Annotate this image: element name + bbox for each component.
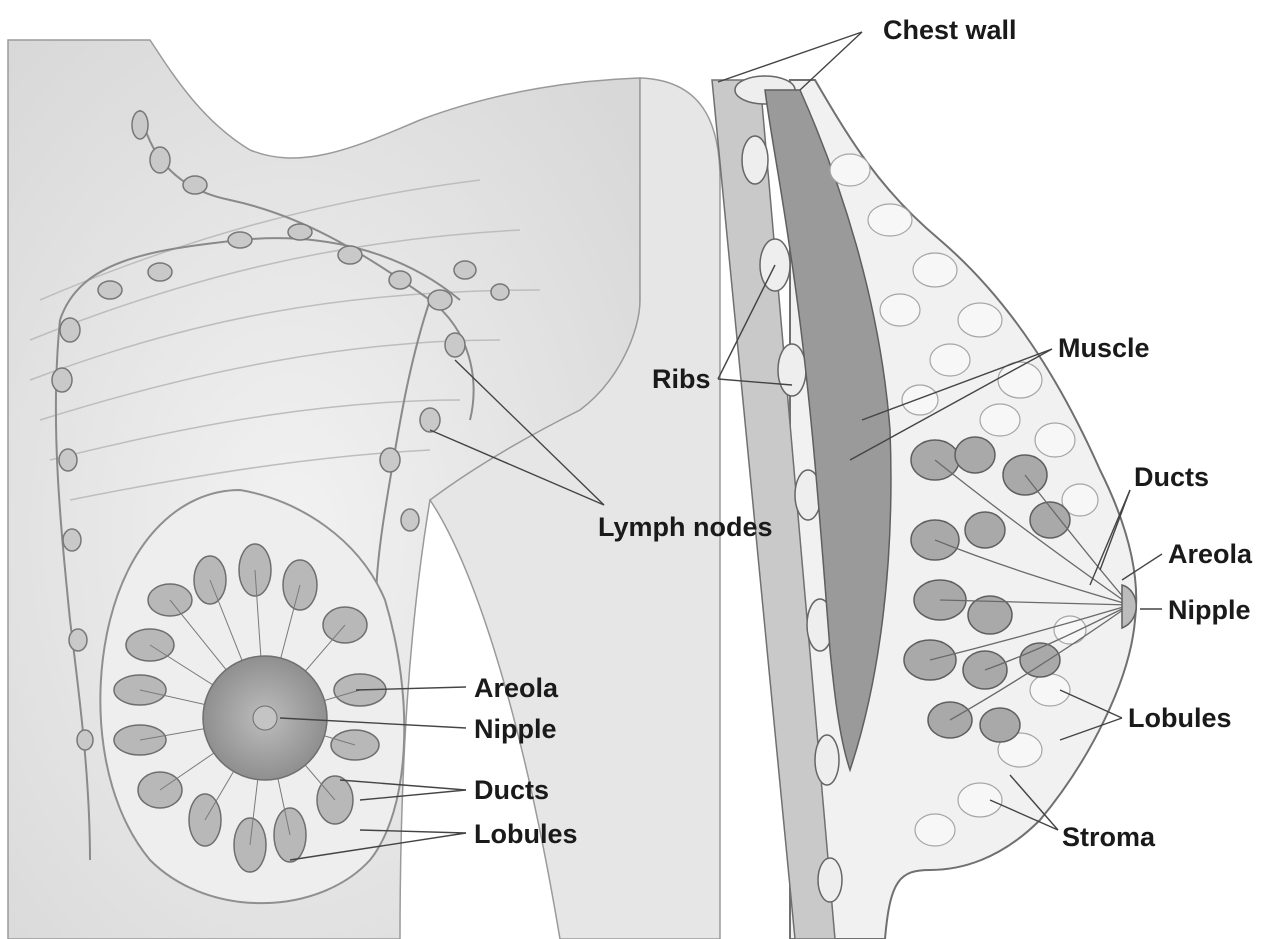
label-side-ducts: Ducts xyxy=(1134,462,1209,492)
label-side-areola: Areola xyxy=(1168,539,1252,569)
front-nipple xyxy=(253,706,277,730)
label-front-areola: Areola xyxy=(474,673,558,703)
label-front-nipple: Nipple xyxy=(474,714,557,744)
label-side-lobules: Lobules xyxy=(1128,703,1232,733)
label-lymph-nodes: Lymph nodes xyxy=(598,512,773,542)
label-front-ducts: Ducts xyxy=(474,775,549,805)
label-ribs: Ribs xyxy=(652,364,711,394)
label-muscle: Muscle xyxy=(1058,333,1150,363)
label-side-nipple: Nipple xyxy=(1168,595,1251,625)
front-view-illustration xyxy=(8,40,720,939)
label-chest-wall: Chest wall xyxy=(883,15,1017,45)
side-view-illustration xyxy=(712,76,1136,939)
label-stroma: Stroma xyxy=(1062,822,1155,852)
label-front-lobules: Lobules xyxy=(474,819,578,849)
